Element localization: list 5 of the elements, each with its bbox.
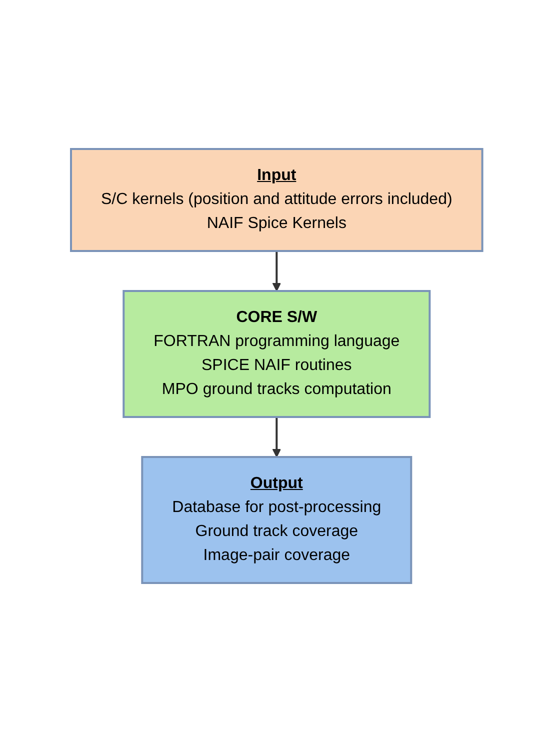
node-box: Input S/C kernels (position and attitude errors included) NAIF Spice Kernels <box>70 148 484 252</box>
arrow <box>272 250 281 291</box>
arrow <box>272 416 281 457</box>
node-box: Output Database for post-processing Ground track coverage Image-pair coverage <box>141 456 412 584</box>
node-box: CORE S/W FORTRAN programming language SPICE NAIF routines MPO ground tracks computation <box>122 290 430 418</box>
